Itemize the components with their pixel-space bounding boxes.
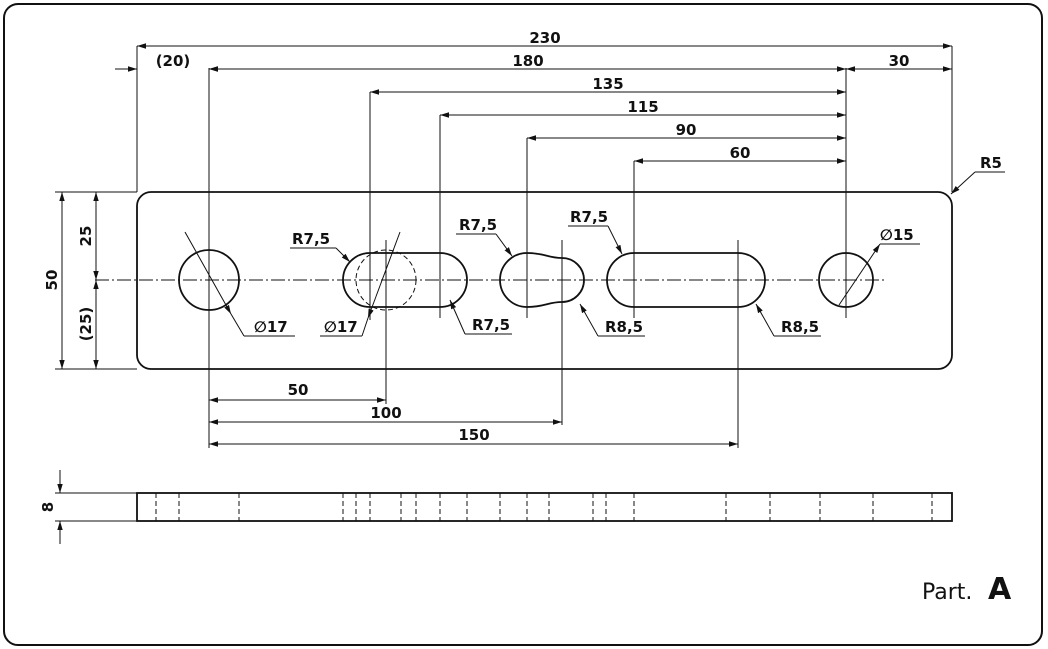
plate-outline	[136, 191, 953, 370]
dim-25-ref: (25)	[77, 307, 95, 342]
leader-slot1-bottom	[449, 299, 466, 335]
callout-slot2-r-bottom: R8,5	[605, 318, 643, 336]
callout-hole-right: ∅15	[880, 226, 914, 244]
leader-hole-right-diam	[838, 243, 881, 306]
side-view-hidden-lines	[155, 493, 933, 521]
dim-30: 30	[889, 52, 910, 70]
callout-slot2-r-top: R7,5	[459, 216, 497, 234]
slot-1-hole	[355, 249, 417, 311]
leader-hole-left-ext	[230, 313, 245, 337]
dim-180: 180	[512, 52, 543, 70]
leader-slot1-top	[335, 247, 351, 263]
dim-230: 230	[529, 29, 560, 47]
radius-r5: R5	[980, 154, 1002, 172]
dim-135: 135	[592, 75, 623, 93]
callout-slot1-r-bottom: R7,5	[472, 316, 510, 334]
dim-25: 25	[77, 226, 95, 247]
dim-90: 90	[676, 121, 697, 139]
side-view-outline	[136, 492, 953, 522]
leader-slot3-bottom	[755, 303, 775, 337]
leader-hole-slot-ext	[361, 317, 369, 337]
callout-hole-left: ∅17	[254, 318, 288, 336]
dim-20: (20)	[156, 52, 191, 70]
dim-115: 115	[627, 98, 658, 116]
leader-r5-arrow	[950, 171, 976, 195]
dim-100: 100	[370, 404, 401, 422]
leader-hole-slot-diam	[367, 231, 401, 319]
part-letter: A	[988, 572, 1012, 607]
leader-hole-left-diam	[184, 231, 232, 315]
leader-slot3-top	[607, 225, 623, 255]
dim-60: 60	[730, 144, 751, 162]
callout-slot3-r-bottom: R8,5	[781, 318, 819, 336]
dim-8: 8	[39, 502, 57, 512]
callout-hole-slot: ∅17	[324, 318, 358, 336]
part-label: Part.	[922, 580, 972, 605]
dim-50-bottom: 50	[288, 381, 309, 399]
leader-slot2-bottom	[579, 303, 599, 337]
drawing-frame	[3, 3, 1043, 646]
extension-lines	[55, 46, 953, 448]
dim-150: 150	[458, 426, 489, 444]
dim-50-vert: 50	[43, 270, 61, 291]
leader-slot2-top	[495, 233, 513, 257]
callout-slot1-r-top: R7,5	[292, 230, 330, 248]
callout-slot3-r-top: R7,5	[570, 208, 608, 226]
